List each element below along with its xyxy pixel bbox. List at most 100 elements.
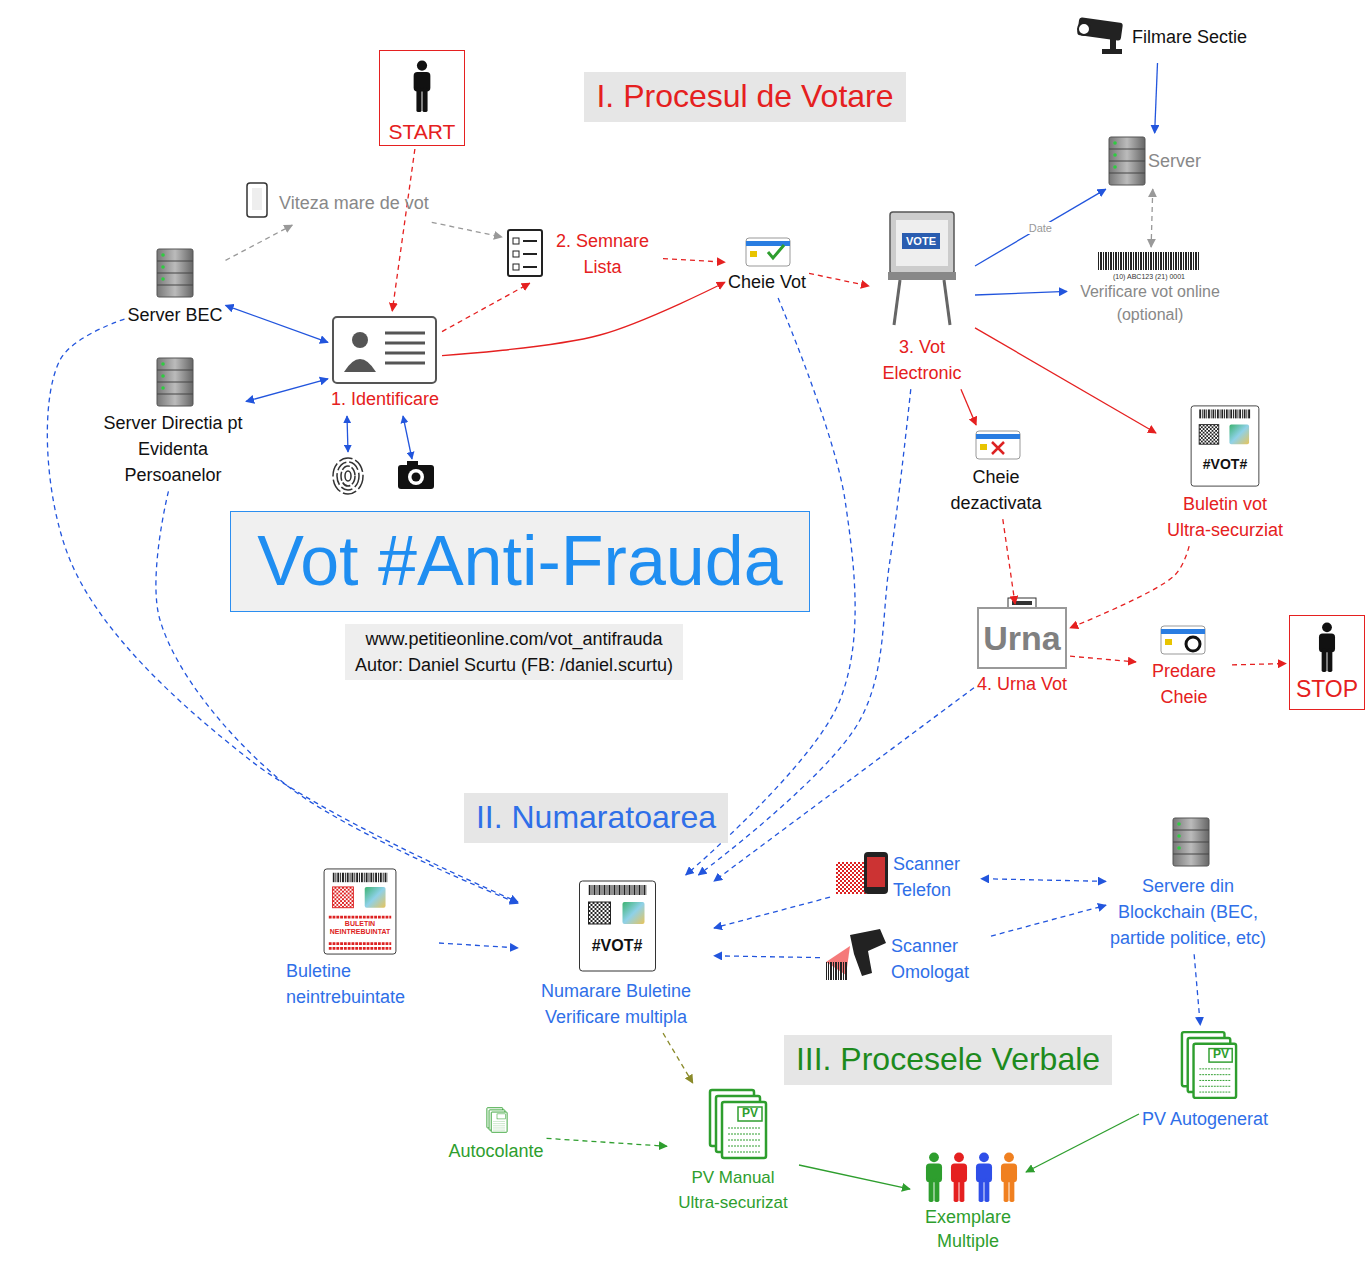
node-text: 4. Urna Vot (977, 671, 1067, 697)
phone-icon (252, 188, 262, 210)
phone-icon (247, 183, 267, 217)
people-icon (926, 1152, 942, 1202)
node-text: PV Manual Ultra-securizat (670, 1166, 796, 1215)
ballot-label: Buletine neintrebuintate (286, 866, 436, 1010)
node-text: Predare Cheie (1139, 658, 1229, 710)
node-text: Cheie dezactivata (936, 464, 1056, 516)
barcode-scanner-icon (826, 929, 886, 980)
checklist-icon (513, 264, 519, 270)
connector (226, 305, 328, 342)
cctv-camera (1102, 49, 1122, 54)
node-text: 2. Semnare Lista (545, 228, 660, 280)
start-box: START (379, 50, 465, 146)
voting-machine (944, 280, 950, 325)
id-card-icon (344, 359, 376, 372)
icon-text: PV (1213, 1048, 1229, 1061)
server-icon (157, 358, 193, 406)
icon-text: VOTE (906, 235, 936, 247)
node-text: Buletine neintrebuintate (286, 958, 436, 1010)
connector (663, 1033, 693, 1083)
node-text: I. Procesul de Votare (596, 76, 893, 118)
key-card-icon (1186, 637, 1200, 651)
server-label: Servere din Blockchain (BEC, partide pol… (1109, 815, 1267, 951)
node-text: Autocolante (448, 1138, 543, 1164)
connector (1232, 664, 1286, 665)
connector (392, 149, 415, 311)
author-box: www.petitieonline.com/vot_antifraudaAuto… (345, 624, 683, 680)
document-icon (487, 1108, 507, 1133)
connector (714, 688, 974, 881)
connector (975, 328, 1156, 433)
stop-box: STOP (1289, 615, 1365, 710)
cctv-camera (1077, 17, 1123, 54)
connector (799, 1165, 910, 1189)
icon-text: (10) ABC123 (21) 0001 (1113, 273, 1185, 281)
people-icon (951, 1152, 967, 1202)
section-heading: I. Procesul de Votare (584, 72, 905, 122)
connector (714, 956, 820, 958)
photo-camera-icon (412, 473, 421, 482)
scanner-label: Scanner Telefon (833, 851, 978, 903)
voting-machine (896, 220, 948, 266)
barcode (1098, 252, 1200, 270)
checklist-icon (513, 238, 519, 244)
checklist-icon (513, 251, 519, 257)
icon-text: #VOT# (1203, 457, 1247, 472)
connector (226, 225, 293, 260)
connector (442, 283, 530, 331)
checklist-icon (523, 241, 537, 267)
key-card-icon (746, 238, 790, 266)
node-text: STOP (1290, 676, 1364, 704)
node-text: Verificare vot online (optional) (1070, 280, 1230, 326)
node-text: Filmare Sectie (1132, 24, 1247, 50)
node-text: Scanner Omologat (891, 933, 988, 985)
document-icon (710, 1090, 766, 1158)
icon-text: PV (742, 1107, 758, 1120)
checklist-icon (508, 230, 542, 276)
document-icon (1182, 1032, 1236, 1098)
node-text: II. Numaratoarea (476, 797, 716, 839)
person-icon (1319, 622, 1335, 672)
cctv-camera (1110, 38, 1116, 50)
connector (246, 379, 328, 402)
node-text: Scanner Telefon (893, 851, 978, 903)
connector (1155, 63, 1158, 133)
connector (714, 897, 830, 928)
server-label: Server (1106, 136, 1201, 186)
voting-machine (888, 212, 956, 325)
node-text: START (380, 119, 464, 144)
server-icon (1173, 818, 1209, 866)
phone-scanner-icon (836, 852, 888, 894)
barcode-scanner-icon (850, 929, 886, 976)
connector (961, 389, 976, 425)
ballot-icon (324, 406, 1259, 971)
photo-camera-icon (398, 461, 434, 489)
ballot-label: Buletin vot Ultra-securziat (1159, 403, 1291, 543)
connector (1151, 189, 1153, 247)
connector (975, 189, 1106, 266)
biometric-arrow (403, 416, 412, 459)
checklist-icon (508, 230, 542, 276)
node-text: Vot #Anti-Frauda (257, 514, 782, 609)
connector (1003, 519, 1015, 604)
key-label: Cheie dezactivata (936, 428, 1056, 516)
connector (442, 282, 725, 355)
phone-scanner-icon (864, 852, 888, 894)
fingerprint-icon (337, 462, 359, 490)
phone-scanner-icon (836, 862, 866, 894)
voting-machine (894, 280, 900, 325)
connector (981, 879, 1106, 882)
camera-label: Filmare Sectie (1070, 16, 1247, 60)
node-text: Exemplare Multiple (913, 1205, 1023, 1254)
node-text: Buletin vot Ultra-securziat (1159, 491, 1291, 543)
node-text: Numarare Buletine Verificare multipla (521, 978, 711, 1030)
server-label: Server BEC (127, 246, 222, 328)
node-text: III. Procesele Verbale (796, 1039, 1100, 1081)
node-text: Viteza mare de vot (279, 190, 429, 216)
server-icon (1109, 137, 1145, 185)
id-card-icon (385, 333, 425, 363)
key-label: Cheie Vot (728, 234, 806, 295)
voting-machine (888, 272, 956, 280)
barcode-label: Verificare vot online (optional) (1070, 250, 1230, 326)
